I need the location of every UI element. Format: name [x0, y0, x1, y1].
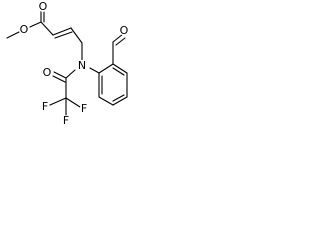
ring-bond-2 [98, 96, 114, 106]
molecule-diagram: O O N O O F F F [6, 0, 128, 127]
bond-n-aryl [89, 67, 100, 74]
ester-carbonyl-oxygen-label: O [39, 0, 48, 13]
fluorine-1-label: F [42, 100, 48, 113]
bond-alkene-double-2 [54, 31, 73, 39]
fluorine-3-mask [61, 116, 71, 126]
chemical-structure-canvas: O O N O O F F F [0, 0, 128, 141]
fluorine-3-label: F [63, 114, 69, 127]
ester-oxygen-mask [19, 25, 29, 35]
fluorine-2-label: F [81, 102, 87, 115]
bond-cf3-f2 [65, 97, 81, 108]
bond-n-amide-carbon [65, 69, 76, 79]
aldehyde-oxygen-label: O [120, 24, 128, 37]
bond-aldehyde-double-2 [115, 37, 126, 46]
amide-oxygen-label: O [43, 66, 52, 79]
ester-ether-oxygen-label: O [20, 23, 29, 36]
ring-inner-bond-2 [112, 94, 125, 102]
bond-aldehyde-double-1 [112, 33, 124, 43]
fluorine-1-mask [40, 102, 50, 112]
bond-alkene-ch2 [70, 27, 83, 44]
ring-bond-6 [98, 63, 114, 74]
bond-alkene-double-1 [52, 27, 72, 36]
bond-amide-double-2 [52, 75, 66, 83]
bond-lines [6, 9, 128, 116]
ester-carbonyl-oxygen-mask [38, 2, 48, 12]
amide-oxygen-mask [42, 68, 52, 78]
aldehyde-oxygen-mask [119, 26, 128, 36]
nitrogen-label: N [78, 59, 86, 72]
bond-amide-double-1 [53, 71, 67, 79]
bond-methyl-o [6, 31, 20, 39]
nitrogen-mask [76, 60, 88, 72]
atom-labels: O O N O O F F F [19, 0, 128, 127]
bond-carbonyl-alkene [40, 21, 54, 36]
fluorine-2-mask [79, 104, 89, 114]
ring-bond-5 [112, 63, 128, 74]
ring-inner-bond-3 [112, 67, 125, 76]
ring-bond-3 [112, 96, 128, 106]
bond-cf3-f1 [49, 97, 67, 106]
bond-o-carbonyl-carbon [29, 21, 42, 28]
